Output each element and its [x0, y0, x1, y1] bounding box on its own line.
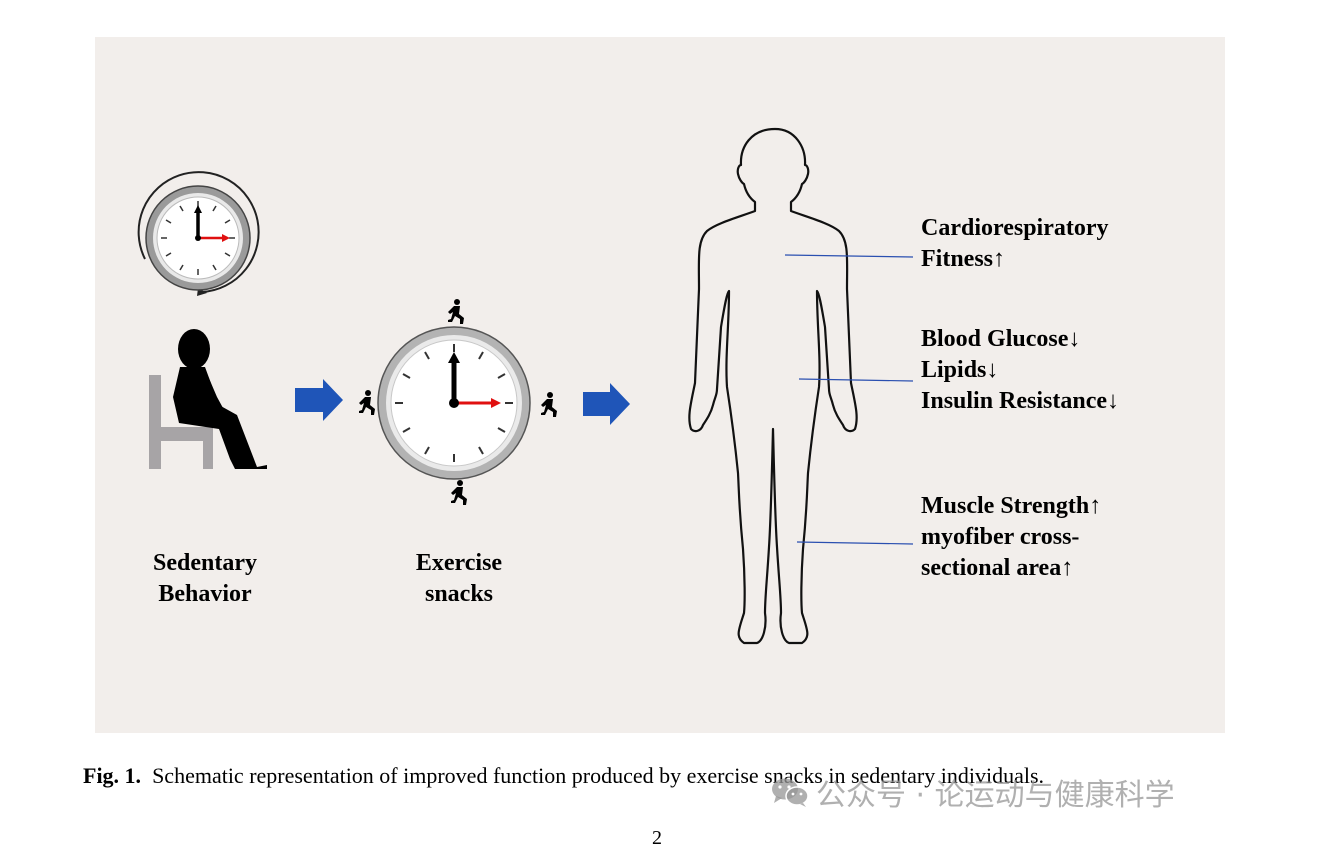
arrow-right-icon — [295, 379, 343, 421]
watermark: 公众号 · 论运动与健康科学 — [770, 772, 1175, 813]
pointer-line — [784, 254, 914, 258]
benefit-line: myofiber cross- — [921, 524, 1080, 550]
benefit-line: Lipids↓ — [921, 357, 999, 383]
sedentary-label: Sedentary Behavior — [115, 548, 295, 610]
exercise-label-line: snacks — [424, 581, 494, 607]
pointer-line — [798, 378, 914, 382]
runner-icon — [359, 390, 375, 415]
sedentary-label-line: Sedentary — [153, 550, 257, 576]
caption-text: Schematic representation of improved fun… — [152, 763, 1045, 788]
small-clock-icon — [137, 171, 260, 296]
muscle-benefit-label: Muscle Strength↑ myofiber cross- section… — [921, 491, 1101, 584]
benefit-line: Blood Glucose↓ — [921, 326, 1081, 352]
sedentary-label-line: Behavior — [158, 581, 252, 607]
figure-panel: Sedentary Behavior Exercise snacks Cardi… — [95, 37, 1225, 733]
runner-icon — [448, 299, 464, 324]
human-body-icon — [688, 127, 858, 645]
watermark-text: 公众号 · 论运动与健康科学 — [816, 778, 1175, 813]
page-number: 2 — [652, 827, 662, 849]
runner-icon — [451, 480, 467, 505]
benefit-line: Muscle Strength↑ — [921, 493, 1102, 519]
seated-person-icon — [149, 329, 267, 469]
runner-icon — [541, 392, 557, 417]
exercise-label-line: Exercise — [415, 550, 503, 576]
exercise-snacks-label: Exercise snacks — [369, 548, 549, 610]
caption-label: Fig. 1. — [83, 763, 142, 788]
pointer-line — [796, 541, 914, 545]
figure-caption: Fig. 1. Schematic representation of impr… — [83, 760, 1263, 792]
benefit-line: Cardiorespiratory — [921, 215, 1109, 241]
wechat-icon — [772, 778, 809, 807]
benefit-line: sectional area↑ — [921, 555, 1074, 581]
benefit-line: Insulin Resistance↓ — [921, 388, 1120, 414]
benefit-line: Fitness↑ — [921, 246, 1005, 272]
exercise-clock-icon — [377, 326, 531, 480]
figure-illustration — [137, 127, 914, 645]
metabolic-benefit-label: Blood Glucose↓ Lipids↓ Insulin Resistanc… — [921, 324, 1119, 417]
cardio-benefit-label: Cardiorespiratory Fitness↑ — [921, 213, 1109, 275]
arrow-right-icon — [583, 383, 630, 425]
